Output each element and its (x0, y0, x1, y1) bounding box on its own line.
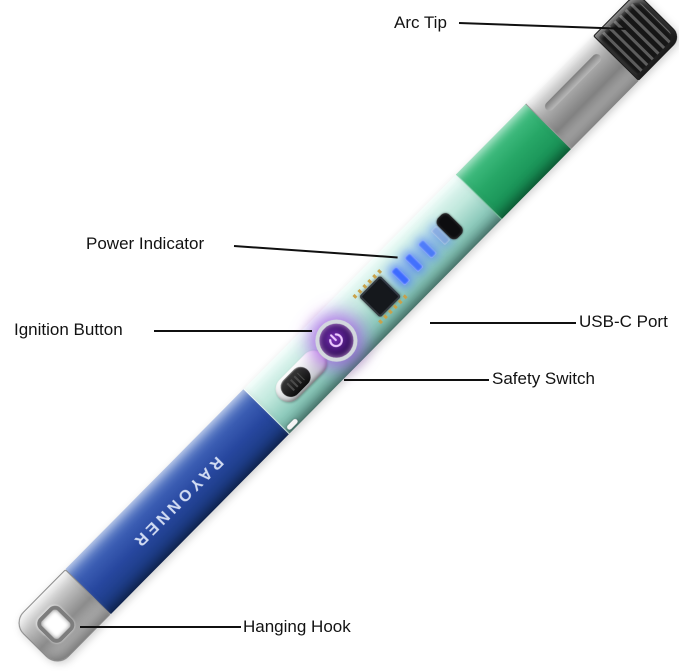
led-bar (390, 266, 411, 286)
led-bar (417, 239, 438, 259)
label-power-indicator: Power Indicator (86, 234, 205, 253)
circuit-chip (358, 275, 402, 318)
label-hanging-hook: Hanging Hook (243, 617, 351, 636)
label-usb-c-port: USB-C Port (579, 312, 668, 331)
label-safety-switch: Safety Switch (492, 369, 595, 388)
hanging-hook-leader-line (80, 626, 241, 628)
usb-c-port-leader-line (430, 322, 576, 324)
arc-tip-leader-line (458, 22, 626, 30)
safety-switch-knob (276, 362, 315, 402)
power-indicator-leader-line (233, 245, 398, 259)
ignition-button (306, 311, 367, 371)
safety-switch-leader-line (344, 379, 489, 381)
lighter-body: RAYONNER (11, 0, 679, 669)
window-notch (285, 418, 299, 431)
label-arc-tip: Arc Tip (394, 13, 447, 32)
ignition-button-leader-line (154, 330, 312, 332)
hanging-hook-hole (33, 602, 78, 647)
brand-text: RAYONNER (128, 452, 227, 552)
led-bar (403, 252, 424, 273)
power-indicator-leds (390, 225, 451, 286)
power-icon (329, 333, 343, 348)
body-blue-section: RAYONNER (65, 389, 289, 615)
label-ignition-button: Ignition Button (14, 320, 123, 339)
display-window (243, 174, 502, 435)
